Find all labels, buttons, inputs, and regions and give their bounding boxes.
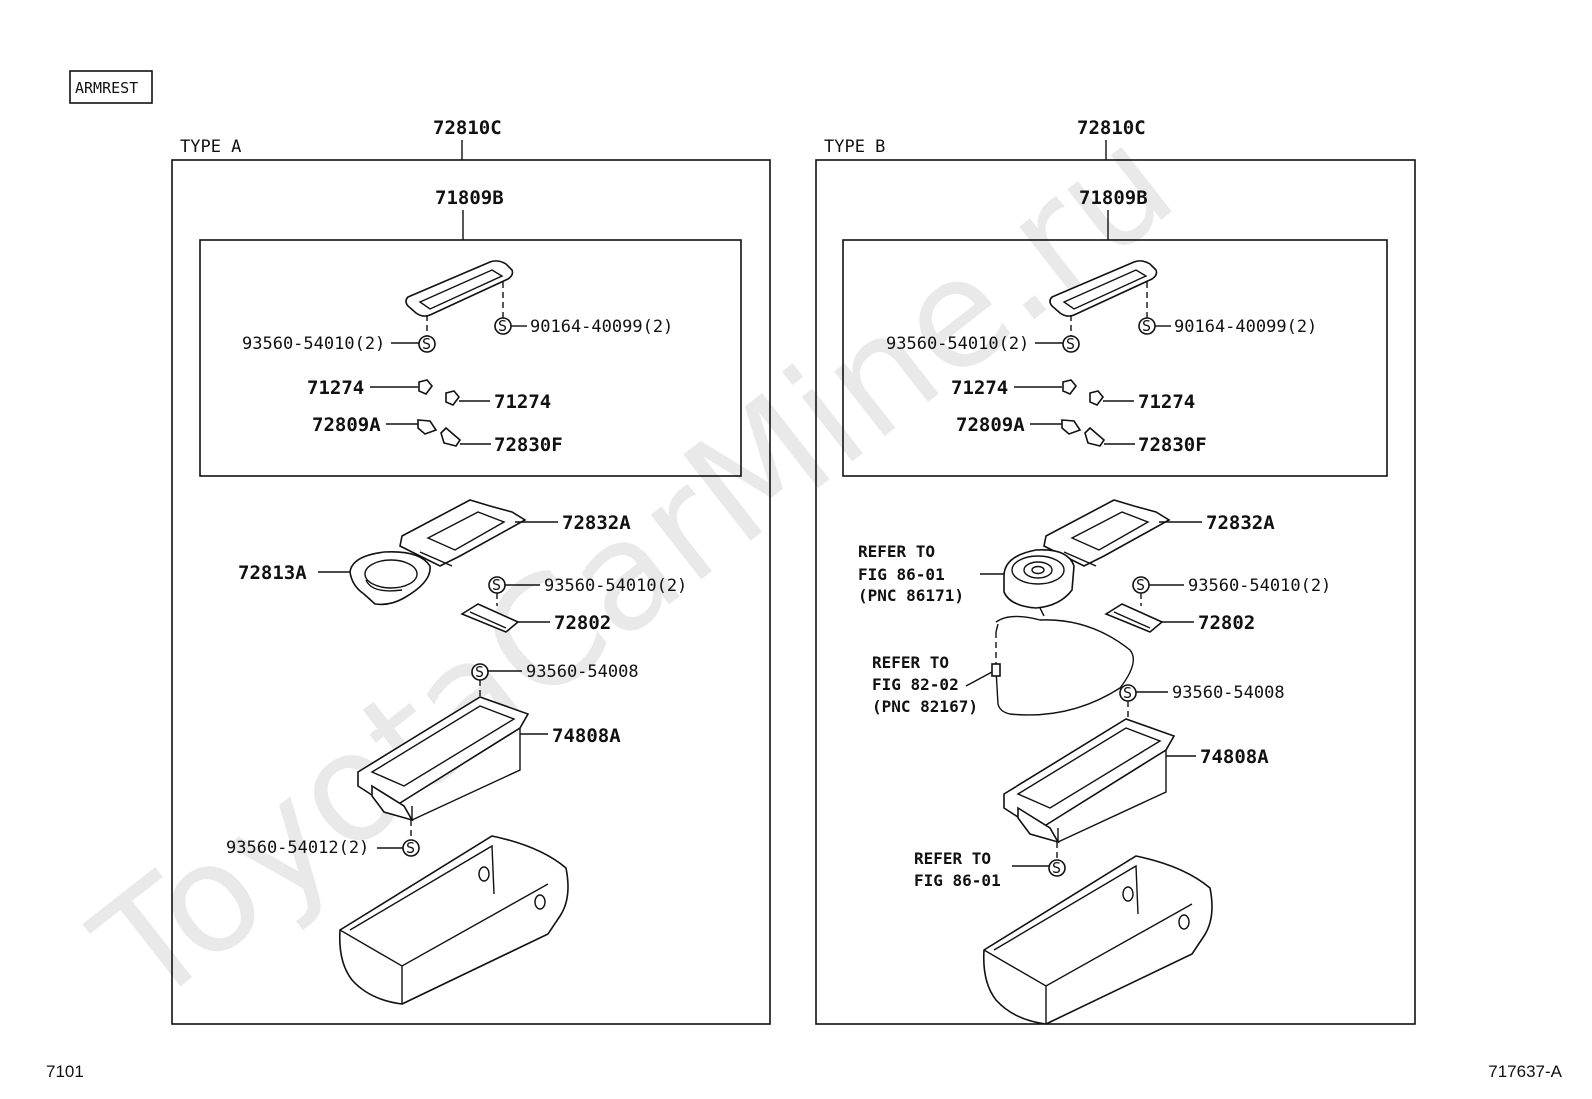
type-a-hinge-left-icon [417, 419, 438, 435]
type-b-latch-label: 72802 [1198, 612, 1255, 634]
diagram-id: 717637-A [1488, 1062, 1562, 1081]
type-b-bracket-screw-label: 93560-54010(2) [1188, 576, 1331, 596]
type-a-hinge-left-label: 72809A [312, 414, 381, 436]
type-b-clip-left-label: 71274 [951, 377, 1008, 399]
type-a-cup-holder-label: 72813A [238, 562, 307, 584]
type-a-bracket-label: 72832A [562, 512, 631, 534]
type-b-lid [1049, 260, 1158, 317]
type-b-clip-right-icon [1089, 390, 1105, 406]
svg-text:S: S [1123, 684, 1132, 702]
type-b-tray-label: 74808A [1200, 746, 1269, 768]
type-b-bracket-label: 72832A [1206, 512, 1275, 534]
svg-text:S: S [1136, 576, 1145, 594]
type-b-clip-right-label: 71274 [1138, 391, 1195, 413]
type-a-cup-holder [349, 550, 431, 606]
type-b-power-outlet [1003, 549, 1075, 609]
svg-text:S: S [492, 576, 501, 594]
type-b-clip-left-icon [1062, 379, 1078, 395]
type-a-screw-icon-3: S [488, 576, 506, 594]
svg-text:S: S [1052, 859, 1061, 877]
type-b-label: TYPE B [824, 137, 885, 157]
type-b-outlet-ref-line-3: (PNC 86171) [858, 586, 964, 605]
type-b-armrest-base [982, 855, 1213, 1025]
type-b-outlet-ref-line-1: REFER TO [858, 542, 935, 561]
type-b-inner-box [842, 239, 1388, 477]
type-b-sub-assembly-label: 71809B [1079, 187, 1148, 209]
type-a-bracket-screw-label: 93560-54010(2) [544, 576, 687, 596]
type-a-screw-icon-5: S [402, 839, 420, 857]
type-a-label: TYPE A [180, 137, 241, 157]
type-a-lid [405, 260, 514, 317]
type-a-lid-screw-right-label: 90164-40099(2) [530, 317, 673, 337]
type-a-screw-icon-4: S [471, 663, 489, 681]
type-a-clip-left-icon [418, 379, 434, 395]
svg-text:S: S [406, 839, 415, 857]
type-b-tray [1003, 718, 1176, 844]
type-b-hinge-left-label: 72809A [956, 414, 1025, 436]
type-b-hinge-right-label: 72830F [1138, 434, 1207, 456]
type-b-panel: TYPE B 72810C 71809B S 93560-54010(2) S … [815, 117, 1416, 1025]
svg-text:S: S [422, 335, 431, 353]
type-b-hinge-left-icon [1061, 419, 1082, 435]
svg-text:S: S [498, 317, 507, 335]
type-a-tray-label: 74808A [552, 725, 621, 747]
type-a-clip-left-label: 71274 [307, 377, 364, 399]
type-b-screw-icon-5: S [1048, 859, 1066, 877]
type-a-bracket [399, 499, 527, 567]
type-a-inner-box [199, 239, 742, 477]
type-a-outer-box [171, 159, 771, 1025]
type-b-screw-icon-3: S [1132, 576, 1150, 594]
type-a-clip-right-icon [445, 390, 461, 406]
type-b-screw-icon-1: S [1062, 335, 1080, 353]
type-a-hinge-right-label: 72830F [494, 434, 563, 456]
type-b-screw-ref-line-1: REFER TO [914, 849, 991, 868]
type-b-outer-box [815, 159, 1416, 1025]
type-a-assembly-label: 72810C [433, 117, 502, 139]
type-b-tray-screw-top-label: 93560-54008 [1172, 683, 1285, 703]
type-b-lid-screw-left-label: 93560-54010(2) [886, 334, 1029, 354]
type-b-wire-harness [991, 607, 1134, 716]
type-b-screw-icon-2: S [1138, 317, 1156, 335]
svg-text:S: S [1142, 317, 1151, 335]
type-b-wire-ref-line-1: REFER TO [872, 653, 949, 672]
type-b-lid-screw-right-label: 90164-40099(2) [1174, 317, 1317, 337]
type-b-hinge-right-icon [1084, 426, 1106, 447]
section-tag-box [69, 70, 153, 104]
type-b-assembly-label: 72810C [1077, 117, 1146, 139]
type-a-sub-assembly-label: 71809B [435, 187, 504, 209]
type-a-screw-icon-1: S [418, 335, 436, 353]
type-a-clip-right-label: 71274 [494, 391, 551, 413]
type-b-wire-ref-line-3: (PNC 82167) [872, 697, 978, 716]
type-b-latch [1104, 603, 1164, 633]
type-b-outlet-ref-line-2: FIG 86-01 [858, 565, 945, 584]
type-a-latch-label: 72802 [554, 612, 611, 634]
type-a-lid-screw-left-label: 93560-54010(2) [242, 334, 385, 354]
type-a-hinge-right-icon [440, 426, 462, 447]
type-a-tray-screw-top-label: 93560-54008 [526, 662, 639, 682]
page-number: 7101 [46, 1062, 84, 1081]
svg-text:S: S [1066, 335, 1075, 353]
section-tag: ARMREST [75, 79, 138, 97]
type-a-tray-screw-bottom-label: 93560-54012(2) [226, 838, 369, 858]
type-a-screw-icon-2: S [494, 317, 512, 335]
type-a-tray [357, 696, 530, 822]
type-b-screw-ref-line-2: FIG 86-01 [914, 871, 1001, 890]
type-a-panel: TYPE A 72810C 71809B S 93560-54010(2) S … [171, 117, 771, 1025]
type-b-screw-icon-4: S [1119, 684, 1137, 702]
type-b-wire-ref-line-2: FIG 82-02 [872, 675, 959, 694]
svg-text:S: S [475, 663, 484, 681]
type-a-armrest-base [338, 835, 569, 1005]
